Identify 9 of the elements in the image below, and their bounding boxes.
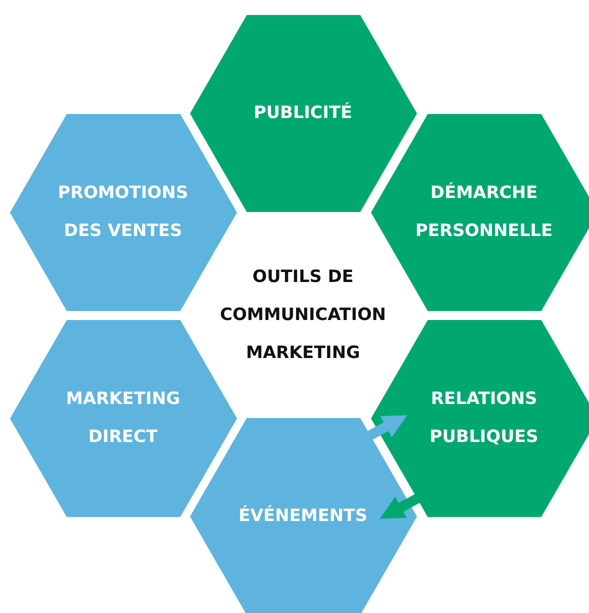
hexagon-label: MARKETING DIRECT xyxy=(64,388,182,449)
hexagon-label: ÉVÉNEMENTS xyxy=(238,504,368,528)
hexagon-label: RELATIONS PUBLIQUES xyxy=(428,388,540,449)
hexagon-label: PROMOTIONS DES VENTES xyxy=(56,182,190,243)
center-title: OUTILS DE COMMUNICATION MARKETING xyxy=(218,266,388,365)
hexagon-label: PUBLICITÉ xyxy=(252,101,354,125)
arrow xyxy=(366,415,408,441)
hexagon-label: DÉMARCHE PERSONNELLE xyxy=(414,181,554,243)
arrow xyxy=(380,493,422,519)
